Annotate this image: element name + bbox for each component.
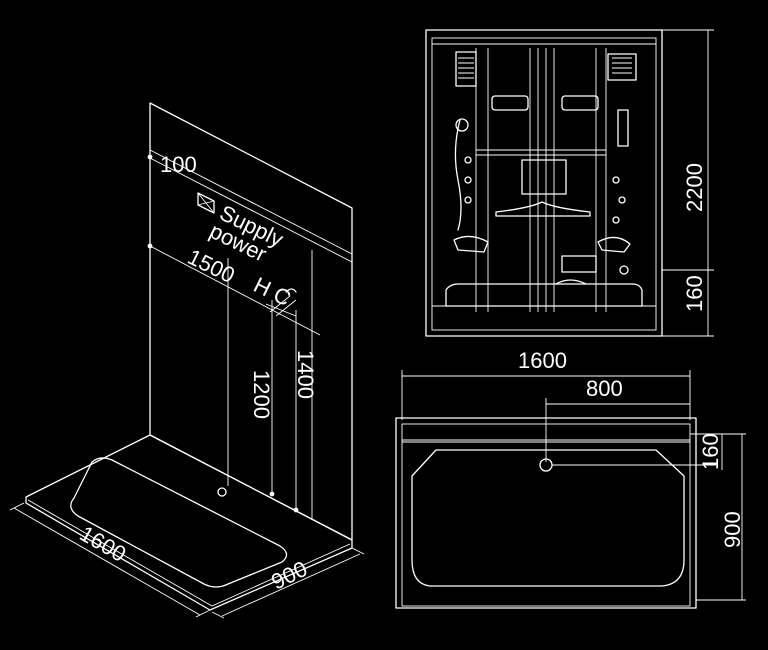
console-box: [521, 159, 567, 195]
seat-bar: [495, 201, 591, 217]
headrest-right: [561, 95, 599, 111]
front-elevation: 2200 160: [425, 29, 714, 337]
dim-1600-iso-label: 1600: [76, 521, 131, 567]
dim-160-plan-label: 160: [698, 433, 723, 470]
dim-1200-label: 1200: [249, 370, 274, 419]
dim-900-iso-label: 900: [267, 556, 311, 595]
dim-1400-label: 1400: [293, 350, 318, 399]
shower-tray: [25, 434, 353, 611]
valve-icon: [285, 288, 297, 293]
dim-100-label: 100: [160, 152, 197, 177]
dim-1600-plan-label: 1600: [518, 348, 567, 373]
cabin-frame: [425, 29, 663, 337]
dim-900-plan-label: 900: [720, 511, 745, 548]
right-shower-panel: [597, 53, 637, 275]
dim-800-label: 800: [586, 376, 623, 401]
tray-basin: [70, 457, 288, 588]
drain-front: [555, 279, 587, 285]
tray-plan-basin: [411, 449, 685, 587]
left-shower-panel: [453, 51, 489, 253]
tray-front: [445, 283, 643, 307]
headrest-left: [491, 95, 529, 111]
dim-2200-label: 2200: [682, 163, 707, 212]
drain-icon: [217, 487, 227, 497]
supply-box-icon: [197, 192, 215, 214]
dim-160-front-label: 160: [682, 275, 707, 312]
isometric-view: 100 Supply power 1500 H C 1400 1200 1600: [9, 102, 365, 619]
tray-plan-outer: [395, 417, 697, 609]
plan-view: 1600 800 160 900: [395, 348, 746, 609]
footrest-box: [561, 255, 597, 273]
